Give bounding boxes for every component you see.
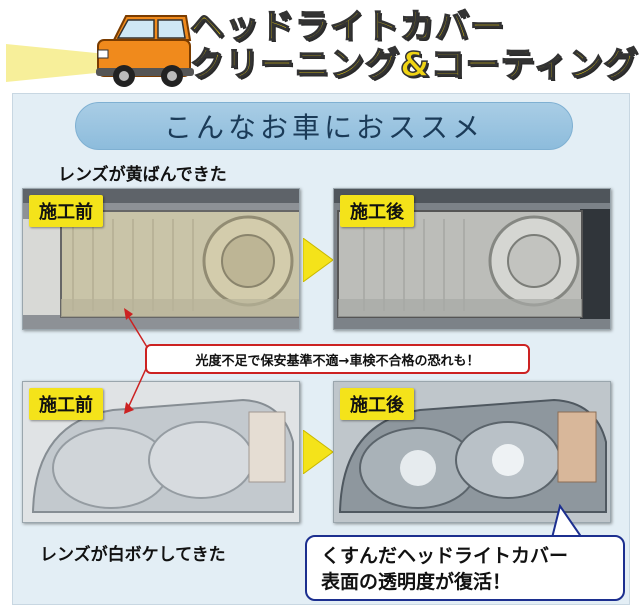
- arrow-right-icon: [303, 238, 333, 282]
- arrow-right-icon-2: [303, 430, 333, 474]
- callout-line-2: 表面の透明度が復活！: [321, 571, 512, 593]
- caption-yellowed: レンズが黄ばんできた: [58, 165, 227, 185]
- caption-whitened: レンズが白ボケしてきた: [40, 545, 226, 565]
- title-line-2: クリーニング&コーティング: [189, 45, 639, 85]
- badge-before-1: 施工前: [29, 195, 103, 227]
- callout-line-1: くすんだヘッドライトカバー: [321, 545, 569, 567]
- photo-after-clear: 施工後: [333, 188, 611, 330]
- title-line-1: ヘッドライトカバー: [189, 7, 505, 47]
- photo-before-whitened: 施工前: [22, 381, 300, 523]
- car-icon: [6, 15, 194, 87]
- photo-before-yellowed: 施工前: [22, 188, 300, 330]
- warning-box: 光度不足で保安基準不適→車検不合格の恐れも！: [145, 344, 530, 374]
- badge-after-2: 施工後: [340, 388, 414, 420]
- photo-after-restored: 施工後: [333, 381, 611, 523]
- badge-after-1: 施工後: [340, 195, 414, 227]
- result-callout: くすんだヘッドライトカバー 表面の透明度が復活！: [305, 535, 625, 601]
- recommend-banner: こんなお車におススメ: [75, 102, 573, 150]
- badge-before-2: 施工前: [29, 388, 103, 420]
- header: ヘッドライトカバー クリーニング&コーティング: [0, 0, 640, 92]
